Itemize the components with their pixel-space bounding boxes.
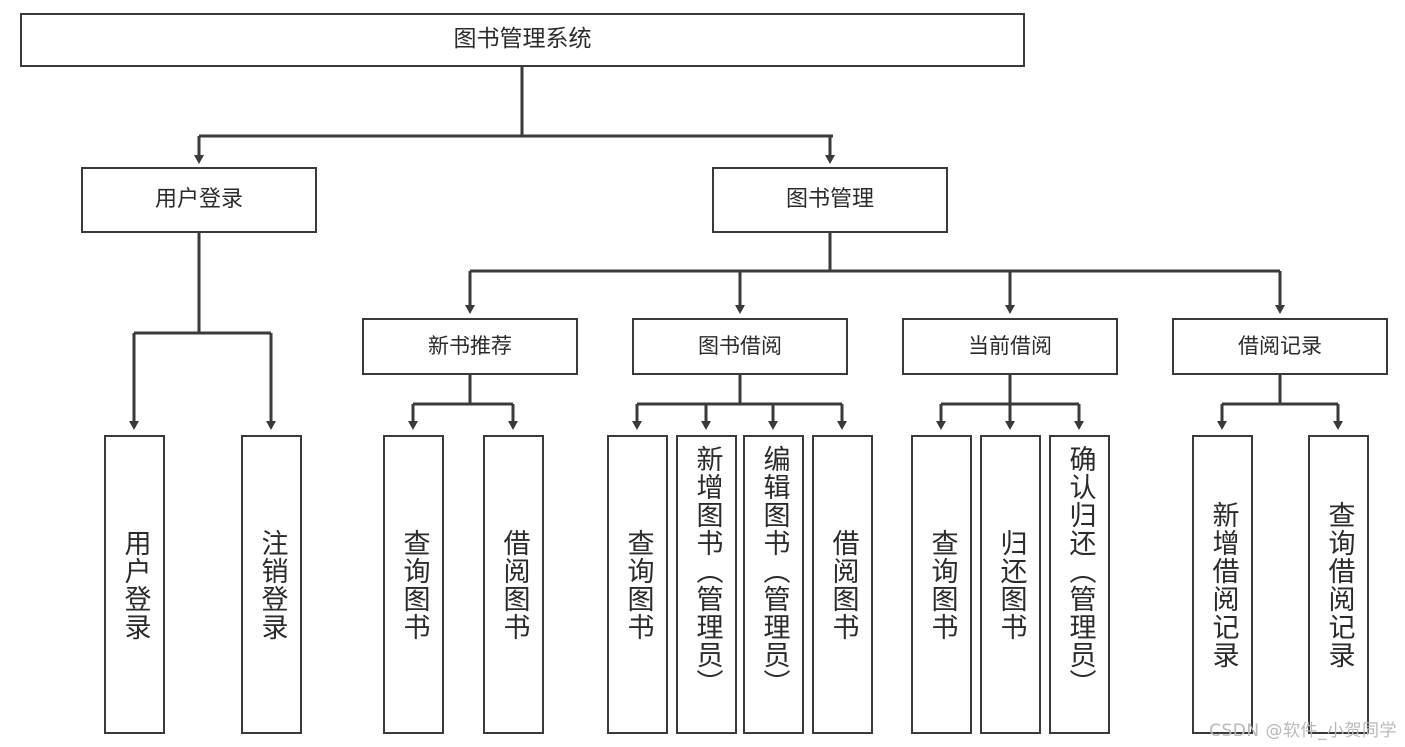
node-current-borrow[interactable]: 当前借阅 [902, 318, 1118, 375]
leaf-node[interactable]: 查询借阅记录 [1308, 435, 1369, 734]
node-book-borrow[interactable]: 图书借阅 [632, 318, 848, 375]
leaf-node[interactable]: 编辑图书（管理员） [743, 435, 804, 734]
node-borrow-record-label: 借阅记录 [1238, 334, 1322, 359]
leaf-node[interactable]: 查询图书 [383, 435, 444, 734]
leaf-node-label: 借阅图书 [498, 528, 530, 641]
leaf-node[interactable]: 借阅图书 [483, 435, 544, 734]
leaf-node-label: 注销登录 [256, 528, 288, 641]
leaf-node[interactable]: 用户登录 [104, 435, 165, 734]
leaf-node[interactable]: 确认归还（管理员） [1049, 435, 1110, 734]
leaf-node[interactable]: 查询图书 [911, 435, 972, 734]
node-book-management[interactable]: 图书管理 [712, 167, 948, 233]
leaf-node-label: 编辑图书（管理员） [758, 445, 790, 697]
leaf-node[interactable]: 归还图书 [980, 435, 1041, 734]
leaf-node-label: 查询图书 [622, 528, 654, 641]
node-book-borrow-label: 图书借阅 [698, 334, 782, 359]
node-user-login-label: 用户登录 [154, 187, 243, 213]
leaf-node-label: 用户登录 [119, 528, 151, 641]
leaf-node-label: 新增借阅记录 [1207, 500, 1239, 669]
leaf-node-label: 查询图书 [398, 528, 430, 641]
leaf-node-label: 确认归还（管理员） [1064, 445, 1096, 697]
leaf-node[interactable]: 借阅图书 [812, 435, 873, 734]
leaf-node[interactable]: 查询图书 [607, 435, 668, 734]
leaf-node-label: 查询借阅记录 [1323, 500, 1355, 669]
node-borrow-record[interactable]: 借阅记录 [1172, 318, 1388, 375]
leaf-node[interactable]: 新增借阅记录 [1192, 435, 1253, 734]
leaf-node[interactable]: 注销登录 [241, 435, 302, 734]
leaf-node-label: 新增图书（管理员） [691, 445, 723, 697]
node-root[interactable]: 图书管理系统 [20, 13, 1025, 67]
node-new-book-recommend-label: 新书推荐 [428, 334, 512, 359]
node-user-login[interactable]: 用户登录 [81, 167, 317, 233]
csdn-watermark: CSDN @软件_小贺同学 [1209, 721, 1397, 741]
leaf-node-label: 归还图书 [995, 528, 1027, 641]
node-root-label: 图书管理系统 [453, 26, 592, 53]
leaf-node-label: 借阅图书 [827, 528, 859, 641]
leaf-node-label: 查询图书 [926, 528, 958, 641]
node-book-management-label: 图书管理 [785, 187, 874, 213]
node-new-book-recommend[interactable]: 新书推荐 [362, 318, 578, 375]
leaf-node[interactable]: 新增图书（管理员） [676, 435, 737, 734]
node-current-borrow-label: 当前借阅 [968, 334, 1052, 359]
